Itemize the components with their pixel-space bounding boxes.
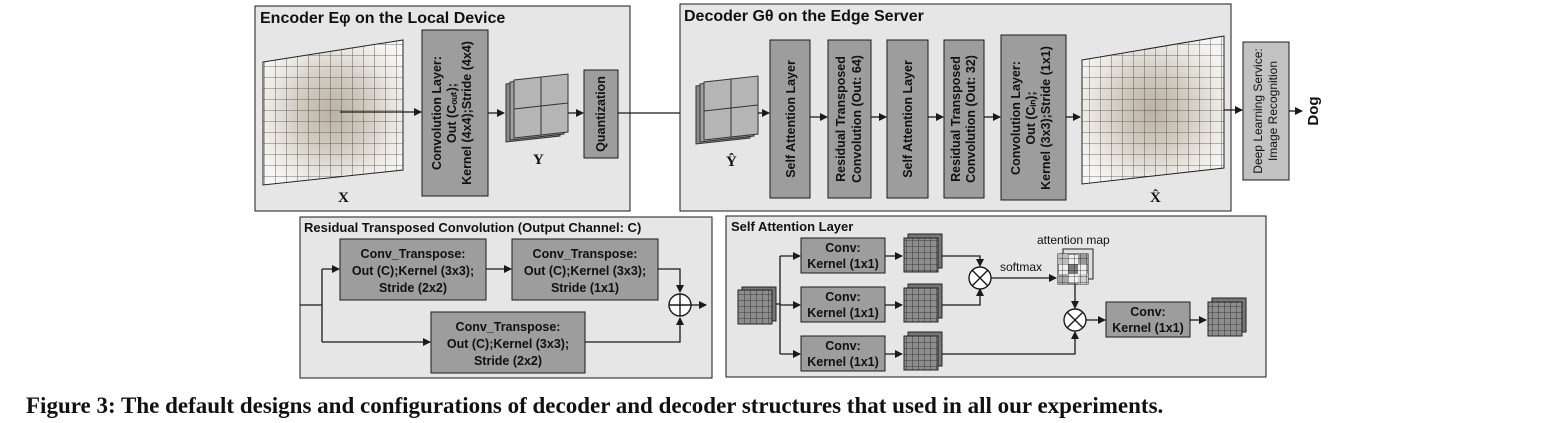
decoder-title: Decoder Gθ on the Edge Server bbox=[684, 8, 924, 25]
attn-conv-2-line2: Kernel (1x1) bbox=[807, 306, 879, 320]
decoder-self-attention-1-box bbox=[769, 39, 811, 199]
decoder-residual-64-line2: Convolution (Out: 64) bbox=[850, 55, 864, 183]
sum-operator-icon bbox=[668, 293, 692, 317]
service-line1: Deep Learning Service: bbox=[1251, 48, 1265, 173]
residual-box-2-line2: Out (C);Kernel (3x3); bbox=[524, 264, 646, 278]
residual-box-3-line2: Out (C);Kernel (3x3); bbox=[447, 337, 569, 351]
decoder-self-attention-2-box bbox=[886, 39, 929, 199]
attn-conv-4-line1: Conv: bbox=[1130, 305, 1165, 319]
residual-box-3-line1: Conv_Transpose: bbox=[456, 320, 561, 334]
residual-panel-title: Residual Transposed Convolution (Output … bbox=[304, 220, 641, 235]
residual-box-1 bbox=[339, 238, 487, 301]
attn-conv-1-line1: Conv: bbox=[825, 241, 860, 255]
encoder-conv-box bbox=[421, 29, 489, 197]
decoder-self-attention-1-label: Self Attention Layer bbox=[784, 60, 798, 178]
residual-box-2 bbox=[511, 238, 659, 301]
encoder-title: Encoder Eφ on the Local Device bbox=[260, 10, 505, 27]
attn-conv-2-box bbox=[800, 286, 886, 323]
decoder-panel: Decoder Gθ on the Edge Server Ŷ Self Att… bbox=[679, 3, 1232, 212]
result-label: Dog bbox=[1305, 96, 1322, 125]
decoder-residual-64-box bbox=[827, 39, 872, 199]
service-line2: Image Recognition bbox=[1266, 61, 1280, 161]
residual-box-1-line1: Conv_Transpose: bbox=[361, 247, 466, 261]
decoder-conv-line2: Out (Cᵢₙ); bbox=[1024, 91, 1038, 144]
attention-panel-title: Self Attention Layer bbox=[731, 219, 853, 234]
latent-y-label: Y bbox=[533, 152, 544, 168]
residual-box-1-line3: Stride (2x2) bbox=[379, 281, 447, 295]
arrow-feat1-to-mult1 bbox=[942, 255, 984, 267]
attn-conv-4-line2: Kernel (1x1) bbox=[1112, 321, 1184, 335]
decoder-residual-32-box bbox=[943, 39, 985, 199]
attn-feature-3-icon bbox=[903, 331, 943, 371]
arrow-feat3-to-mult2 bbox=[942, 331, 1079, 355]
decoder-conv-box bbox=[1000, 34, 1067, 201]
residual-box-1-line2: Out (C);Kernel (3x3); bbox=[352, 264, 474, 278]
attn-conv-3-line2: Kernel (1x1) bbox=[807, 355, 879, 369]
multiply-operator-2-icon bbox=[1063, 308, 1087, 332]
output-xhat-label: X̂ bbox=[1150, 189, 1161, 206]
output-image-grid bbox=[1081, 35, 1225, 185]
residual-box-2-line3: Stride (1x1) bbox=[551, 281, 619, 295]
attn-conv-1-line2: Kernel (1x1) bbox=[807, 257, 879, 271]
attention-map-label: attention map bbox=[1037, 233, 1110, 247]
attn-conv-3-box bbox=[800, 335, 886, 372]
attn-feature-2-icon bbox=[903, 283, 943, 323]
arrow-box3-to-sum bbox=[585, 317, 684, 343]
attn-output-feature-icon bbox=[1207, 297, 1247, 337]
service-box bbox=[1242, 41, 1290, 181]
encoder-conv-line2: Out (Cₒᵤₜ); bbox=[445, 83, 459, 143]
attention-input-feature-icon bbox=[737, 286, 777, 325]
latent-yhat-label: Ŷ bbox=[726, 153, 737, 170]
attn-conv-3-line1: Conv: bbox=[825, 339, 860, 353]
attention-panel: Self Attention Layer Conv: Kernel (1x1) … bbox=[725, 215, 1267, 378]
residual-box-3 bbox=[430, 311, 586, 374]
attn-conv-2-line1: Conv: bbox=[825, 290, 860, 304]
softmax-label: softmax bbox=[1000, 260, 1042, 274]
attn-conv-1-box bbox=[800, 237, 886, 274]
decoder-residual-32-line2: Convolution (Out: 32) bbox=[964, 55, 978, 183]
latent-y-stack bbox=[505, 73, 569, 143]
arrow-box2-to-sum bbox=[658, 268, 684, 293]
encoder-conv-line1: Convolution Layer: bbox=[430, 56, 444, 170]
decoder-residual-64-line1: Residual Transposed bbox=[834, 56, 848, 182]
input-image-grid bbox=[262, 39, 404, 186]
quantization-label: Quantization bbox=[594, 76, 608, 152]
arrow-feat2-to-mult1 bbox=[942, 288, 984, 306]
residual-box-2-line1: Conv_Transpose: bbox=[533, 247, 638, 261]
figure-caption: Figure 3: The default designs and config… bbox=[26, 393, 1163, 418]
attention-map-icon bbox=[1057, 248, 1094, 285]
decoder-conv-line3: Kernel (3x3);Stride (1x1) bbox=[1039, 46, 1053, 190]
encoder-panel: Encoder Eφ on the Local Device X Convolu… bbox=[254, 5, 631, 212]
attn-feature-1-icon bbox=[903, 233, 943, 273]
encoder-conv-line3: Kernel (4x4);Stride (4x4) bbox=[460, 41, 474, 185]
quantization-box bbox=[583, 69, 619, 159]
input-x-label: X bbox=[338, 190, 349, 206]
decoder-residual-32-line1: Residual Transposed bbox=[949, 56, 963, 182]
residual-box-3-line3: Stride (2x2) bbox=[474, 354, 542, 368]
residual-panel: Residual Transposed Convolution (Output … bbox=[299, 216, 713, 379]
decoder-conv-line1: Convolution Layer: bbox=[1009, 61, 1023, 175]
multiply-operator-1-icon bbox=[968, 266, 992, 290]
latent-yhat-stack bbox=[695, 75, 759, 145]
decoder-self-attention-2-label: Self Attention Layer bbox=[901, 60, 915, 178]
